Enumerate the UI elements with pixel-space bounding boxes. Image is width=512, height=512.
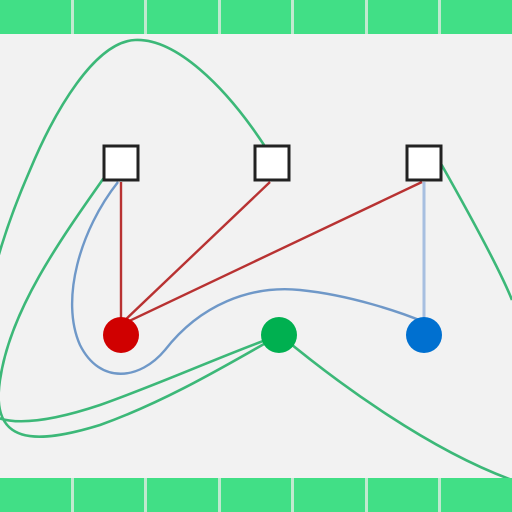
edge-blue-square-left-to-blue <box>70 181 425 375</box>
square-node-left[interactable] <box>102 144 140 182</box>
edge-green-square-right-to-green <box>438 161 512 301</box>
bottom-bar <box>0 478 512 512</box>
edge-green-square-left-to-green <box>0 171 281 439</box>
top-bar-segment <box>147 0 218 34</box>
top-bar-segment <box>367 0 439 34</box>
blue-circle-node[interactable] <box>406 317 442 353</box>
top-bar <box>0 0 512 34</box>
edge-green-square-middle-to-green <box>0 38 281 423</box>
square-node-middle[interactable] <box>253 144 291 182</box>
edge-green-green-to-bottom-right <box>279 334 512 482</box>
bottom-bar-segment <box>220 478 292 512</box>
bottom-bar-segment <box>294 478 365 512</box>
bottom-bar-segment <box>147 478 218 512</box>
top-bar-segment <box>73 0 145 34</box>
green-circle-node[interactable] <box>261 317 297 353</box>
bottom-bar-segment <box>0 478 71 512</box>
top-bar-segment <box>294 0 365 34</box>
red-circle-node[interactable] <box>103 317 139 353</box>
bottom-bar-segment <box>441 478 512 512</box>
edge-red-square-middle-to-red <box>122 181 271 323</box>
top-bar-segment <box>441 0 512 34</box>
bottom-bar-segment <box>73 478 145 512</box>
edge-red-square-right-to-red <box>124 180 423 325</box>
top-bar-segment <box>220 0 292 34</box>
bottom-bar-segment <box>367 478 439 512</box>
top-bar-segment <box>0 0 71 34</box>
square-node-right[interactable] <box>405 144 443 182</box>
